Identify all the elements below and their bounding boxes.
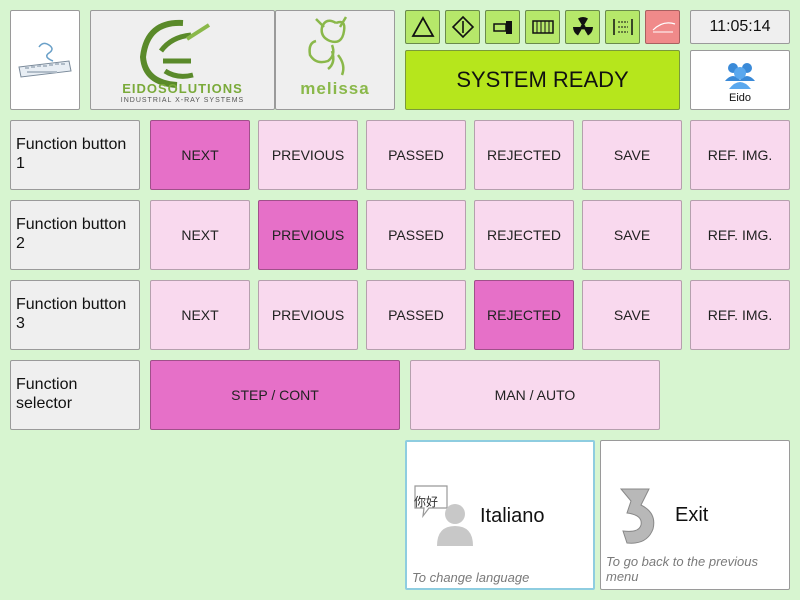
- row1-save-button[interactable]: SAVE: [582, 120, 682, 190]
- grid-columns-button[interactable]: [605, 10, 640, 44]
- language-title: Italiano: [480, 505, 545, 527]
- row3-passed-button[interactable]: PASSED: [366, 280, 466, 350]
- row1-next-button[interactable]: NEXT: [150, 120, 250, 190]
- row2-passed-button[interactable]: PASSED: [366, 200, 466, 270]
- eido-logo-mark: [139, 19, 211, 88]
- warning-icon: [410, 16, 435, 37]
- melissa-logo-text: melissa: [300, 79, 370, 98]
- users-icon: [725, 63, 755, 89]
- row3-rejected-button[interactable]: REJECTED: [474, 280, 574, 350]
- step-cont-button[interactable]: STEP / CONT: [150, 360, 400, 430]
- keyboard-button[interactable]: [10, 10, 80, 110]
- film-button[interactable]: [525, 10, 560, 44]
- exit-hint: To go back to the previous menu: [606, 554, 759, 584]
- man-auto-button[interactable]: MAN / AUTO: [410, 360, 660, 430]
- language-speech-text: 你好: [414, 495, 439, 509]
- warning-button[interactable]: [405, 10, 440, 44]
- row3-next-button[interactable]: NEXT: [150, 280, 250, 350]
- row1-rejected-button[interactable]: REJECTED: [474, 120, 574, 190]
- melissa-logo: melissa: [275, 10, 395, 110]
- row3-ref-img-button[interactable]: REF. IMG.: [690, 280, 790, 350]
- row1-previous-button[interactable]: PREVIOUS: [258, 120, 358, 190]
- function-selector-label: Function selector: [10, 360, 140, 430]
- diamond-arrow-icon: [451, 15, 474, 39]
- bee-icon: [308, 16, 348, 76]
- plug-icon: [492, 21, 512, 34]
- eido-logo-text: EIDOSOLUTIONS: [122, 81, 243, 96]
- user-button[interactable]: Eido: [690, 50, 790, 110]
- clock: 11:05:14: [690, 10, 790, 44]
- diamond-arrow-button[interactable]: [445, 10, 480, 44]
- radiation-button[interactable]: [565, 10, 600, 44]
- row3-previous-button[interactable]: PREVIOUS: [258, 280, 358, 350]
- row3-save-button[interactable]: SAVE: [582, 280, 682, 350]
- film-icon: [531, 20, 554, 34]
- user-name: Eido: [728, 92, 752, 104]
- radiation-icon: [572, 17, 593, 36]
- row1-ref-img-button[interactable]: REF. IMG.: [690, 120, 790, 190]
- row2-next-button[interactable]: NEXT: [150, 200, 250, 270]
- plug-button[interactable]: [485, 10, 520, 44]
- brand-logo-button[interactable]: [645, 10, 680, 44]
- exit-title: Exit: [675, 504, 709, 526]
- language-person-icon: [414, 485, 473, 546]
- grid-columns-icon: [612, 19, 633, 35]
- keyboard-icon: [18, 42, 72, 78]
- row1-passed-button[interactable]: PASSED: [366, 120, 466, 190]
- back-arrow-icon: [619, 488, 655, 544]
- system-status: SYSTEM READY: [405, 50, 680, 110]
- brand-logo-icon: [652, 22, 675, 33]
- eido-logo-subtext: INDUSTRIAL X-RAY SYSTEMS: [120, 97, 245, 104]
- row2-save-button[interactable]: SAVE: [582, 200, 682, 270]
- function-button-3-label: Function button 3: [10, 280, 140, 350]
- exit-button[interactable]: Exit To go back to the previous menu: [600, 440, 790, 590]
- language-hint: To change language: [412, 570, 530, 585]
- function-button-1-label: Function button 1: [10, 120, 140, 190]
- row2-previous-button[interactable]: PREVIOUS: [258, 200, 358, 270]
- row2-ref-img-button[interactable]: REF. IMG.: [690, 200, 790, 270]
- function-button-2-label: Function button 2: [10, 200, 140, 270]
- eidosolutions-logo: EIDOSOLUTIONS INDUSTRIAL X-RAY SYSTEMS: [90, 10, 275, 110]
- language-button[interactable]: 你好 Italiano To change language: [405, 440, 595, 590]
- row2-rejected-button[interactable]: REJECTED: [474, 200, 574, 270]
